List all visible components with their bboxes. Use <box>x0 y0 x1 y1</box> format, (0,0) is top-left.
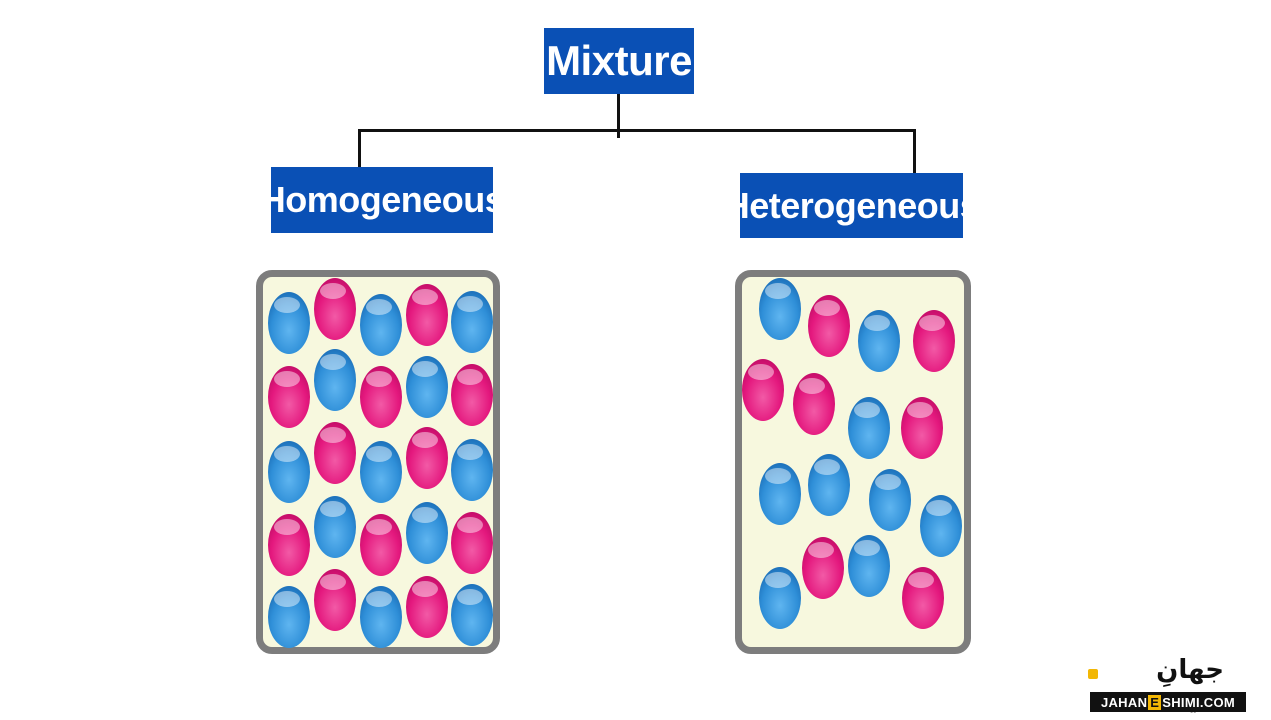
logo-english-right: SHIMI.COM <box>1162 694 1236 710</box>
homogeneous-container <box>256 270 500 654</box>
homogeneous-box: Homogeneous <box>260 167 505 233</box>
logo-english-text: JAHAN E SHIMI.COM <box>1090 692 1246 712</box>
logo-english-mid: E <box>1148 694 1162 710</box>
heterogeneous-box: Heterogeneous <box>724 173 980 238</box>
connector-horizontal <box>358 129 916 132</box>
logo-dot <box>1088 669 1098 679</box>
connector-stem <box>617 94 620 138</box>
connector-left-drop <box>358 129 361 169</box>
heterogeneous-container <box>735 270 971 654</box>
jahaneshimi-logo: جهانِ شیمی JAHAN E SHIMI.COM <box>1088 655 1248 715</box>
mixture-box: Mixture <box>544 28 694 94</box>
logo-bar <box>1090 692 1246 712</box>
logo-english-left: JAHAN <box>1100 694 1148 710</box>
connector-right-drop <box>913 129 916 174</box>
